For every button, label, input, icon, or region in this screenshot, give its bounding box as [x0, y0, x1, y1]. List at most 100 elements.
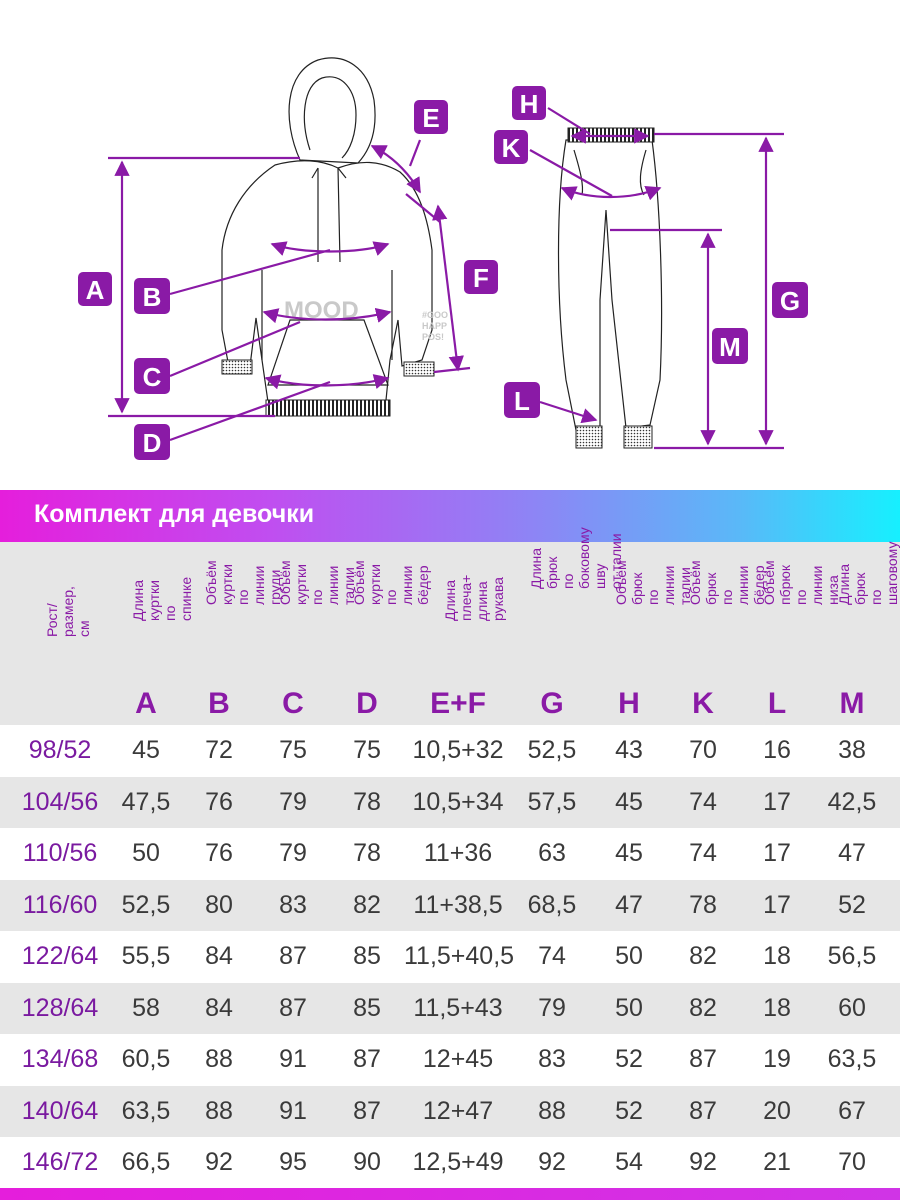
svg-text:A: A: [86, 275, 105, 305]
value-cell-m: 52: [838, 890, 866, 919]
hoodie-cuff-left: [221, 359, 253, 375]
value-cell-l: 18: [763, 993, 791, 1022]
value-cell-h: 50: [615, 993, 643, 1022]
size-cell: 146/72: [21, 1148, 99, 1176]
value-cell-a: 66,5: [121, 1148, 171, 1176]
size-cell: 122/64: [21, 942, 99, 970]
marker-B: B: [134, 278, 170, 314]
value-cell-h: 45: [615, 787, 643, 816]
header-col-size: Рост/ размер, см: [8, 542, 112, 725]
value-cell-h: 54: [615, 1148, 643, 1176]
size-cell: 140/64: [21, 1096, 99, 1125]
value-cell-a: 55,5: [121, 942, 171, 970]
value-cell-k: 70: [689, 736, 717, 764]
value-cell-m: 63,5: [827, 1045, 877, 1073]
header-letter: L: [767, 687, 787, 720]
pants-cuff-right: [623, 425, 653, 449]
value-cell-b: 76: [205, 787, 233, 816]
value-cell-c: 87: [279, 942, 307, 970]
value-cell-m: 70: [838, 1148, 866, 1176]
value-cell-g: 63: [538, 839, 566, 867]
value-cell-h: 50: [615, 942, 643, 970]
header-col-m: Длина брюк по шаговому швуM: [814, 542, 900, 725]
value-cell-l: 17: [763, 890, 791, 919]
value-cell-m: 56,5: [827, 942, 877, 970]
marker-K: K: [494, 130, 528, 164]
value-cell-d: 75: [353, 736, 381, 764]
measurement-diagram: MOOD #GOO HAPP POS!: [78, 57, 808, 460]
value-cell-a: 45: [132, 736, 160, 764]
value-cell-b: 84: [205, 993, 233, 1022]
header-letter: K: [692, 687, 714, 720]
svg-text:POS!: POS!: [422, 332, 444, 342]
value-cell-l: 21: [763, 1148, 791, 1176]
banner-title: Комплект для девочки: [34, 500, 315, 528]
value-cell-m: 67: [838, 1096, 866, 1125]
value-cell-k: 74: [689, 839, 717, 867]
value-cell-c: 83: [279, 890, 307, 919]
value-cell-g: 79: [538, 993, 566, 1022]
value-cell-e-f: 10,5+34: [412, 787, 504, 816]
value-cell-c: 91: [279, 1096, 307, 1125]
header-letter: H: [618, 687, 640, 720]
value-cell-b: 76: [205, 839, 233, 867]
value-cell-g: 68,5: [527, 890, 577, 919]
value-cell-d: 87: [353, 1045, 381, 1073]
value-cell-c: 79: [279, 787, 307, 816]
value-cell-b: 84: [205, 942, 233, 970]
value-cell-l: 18: [763, 942, 791, 970]
value-cell-k: 87: [689, 1045, 717, 1073]
header-letter: M: [839, 687, 865, 720]
value-cell-b: 72: [205, 736, 233, 764]
value-cell-a: 50: [132, 839, 160, 867]
marker-M: M: [712, 328, 748, 364]
value-cell-h: 43: [615, 736, 643, 764]
marker-L: L: [504, 382, 540, 418]
value-cell-c: 79: [279, 839, 307, 867]
pants-cuff-left: [575, 425, 603, 449]
value-cell-d: 82: [353, 890, 381, 919]
hoodie-print-small: #GOO HAPP POS!: [422, 310, 448, 342]
svg-text:M: M: [719, 332, 741, 362]
header-letter: B: [208, 687, 230, 720]
value-cell-e-f: 11,5+40,5: [404, 942, 515, 970]
title-banner: Комплект для девочки: [0, 490, 900, 542]
value-cell-k: 87: [689, 1096, 717, 1125]
value-cell-a: 52,5: [121, 890, 171, 919]
svg-text:HAPP: HAPP: [422, 321, 447, 331]
value-cell-d: 85: [353, 942, 381, 970]
value-cell-e-f: 11,5+43: [413, 993, 503, 1022]
value-cell-c: 87: [279, 993, 307, 1022]
value-cell-c: 91: [279, 1045, 307, 1073]
value-cell-k: 82: [689, 942, 717, 970]
header-letter: G: [540, 687, 564, 720]
svg-text:L: L: [514, 386, 530, 416]
value-cell-d: 78: [353, 787, 381, 816]
svg-text:K: K: [502, 133, 521, 163]
value-cell-d: 85: [353, 993, 381, 1022]
value-cell-a: 60,5: [121, 1045, 171, 1073]
value-cell-h: 45: [615, 839, 643, 867]
size-cell: 134/68: [21, 1045, 99, 1073]
value-cell-b: 88: [205, 1045, 233, 1073]
value-cell-g: 74: [538, 942, 566, 970]
value-cell-h: 47: [615, 890, 643, 919]
pants-drawing: [557, 139, 663, 431]
value-cell-e-f: 10,5+32: [412, 736, 504, 764]
header-description: Рост/ размер, см: [44, 586, 92, 637]
value-cell-l: 17: [763, 839, 791, 867]
header-letter: D: [356, 687, 378, 720]
table-row: 122/64 55,5 84 87 85 11,5+40,5 74 50 82 18 56,5: [0, 931, 900, 983]
svg-text:B: B: [143, 282, 162, 312]
value-cell-k: 82: [689, 993, 717, 1022]
